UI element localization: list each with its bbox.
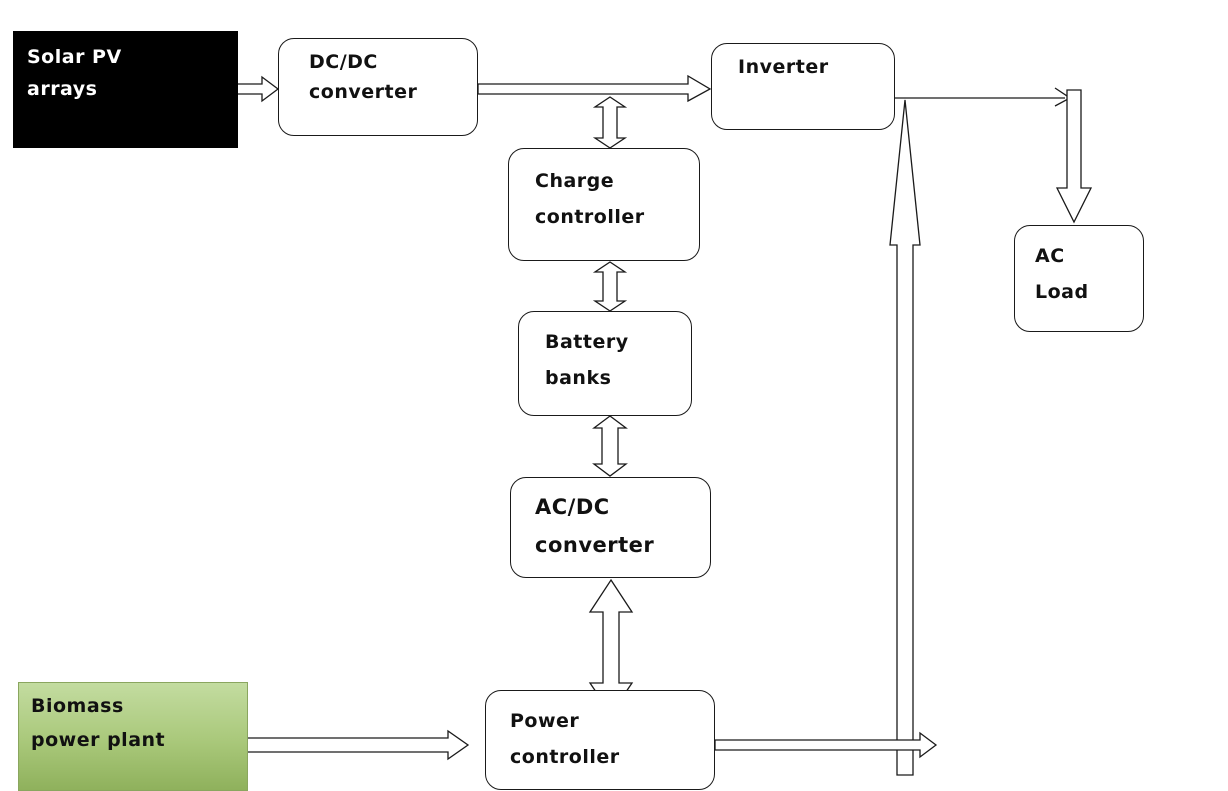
arrow-charge-battery <box>592 261 628 312</box>
node-battery-banks: Battery banks <box>518 311 692 416</box>
node-ac-load-line-1: AC <box>1035 245 1065 267</box>
arrow-solar-to-dcdc <box>236 75 280 103</box>
node-battery-line-2: banks <box>545 367 612 389</box>
node-charge-controller: Charge controller <box>508 148 700 261</box>
node-inverter-line-1: Inverter <box>738 56 829 78</box>
node-charge-line-1: Charge <box>535 170 615 192</box>
node-power-controller: Power controller <box>485 690 715 790</box>
arrow-biomass-to-power <box>246 729 470 761</box>
arrow-battery-acdc <box>592 415 628 477</box>
node-dcdc-line-1: DC/DC <box>309 51 378 73</box>
node-dcdc-line-2: converter <box>309 81 418 103</box>
node-solar-pv-line-1: Solar PV <box>27 46 122 68</box>
node-solar-pv: Solar PV arrays <box>13 31 238 148</box>
arrow-up-to-inverter <box>889 99 921 776</box>
node-power-line-2: controller <box>510 746 620 768</box>
node-solar-pv-line-2: arrays <box>27 78 98 100</box>
arrow-dcdc-charge <box>592 96 628 149</box>
arrow-power-controller-out <box>714 731 938 759</box>
node-biomass-line-1: Biomass <box>31 695 124 717</box>
arrow-dcdc-to-inverter <box>477 74 712 103</box>
node-ac-load: AC Load <box>1014 225 1144 332</box>
node-dcdc-converter: DC/DC converter <box>278 38 478 136</box>
node-acdc-line-2: converter <box>535 533 655 557</box>
node-biomass-line-2: power plant <box>31 729 166 751</box>
node-charge-line-2: controller <box>535 206 645 228</box>
node-battery-line-1: Battery <box>545 331 629 353</box>
node-power-line-1: Power <box>510 710 580 732</box>
node-acdc-line-1: AC/DC <box>535 495 610 519</box>
node-biomass: Biomass power plant <box>18 682 248 791</box>
arrow-to-ac-load <box>1055 89 1093 224</box>
node-acdc-converter: AC/DC converter <box>510 477 711 578</box>
node-ac-load-line-2: Load <box>1035 281 1089 303</box>
node-inverter: Inverter <box>711 43 895 130</box>
